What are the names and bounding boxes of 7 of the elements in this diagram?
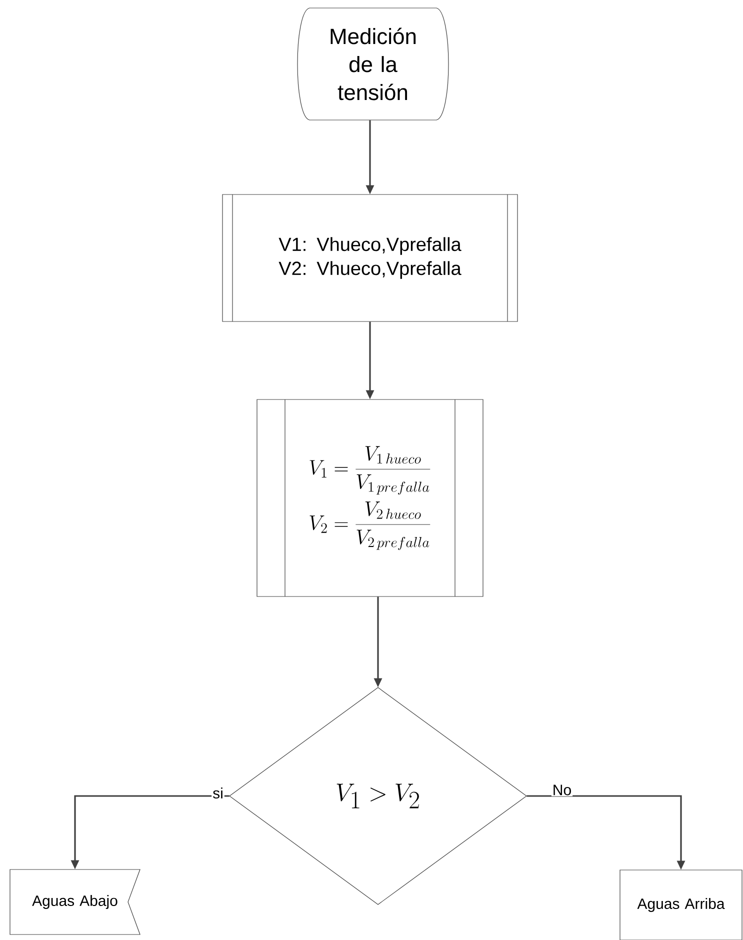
flag-box: Aguas Abajo (10, 869, 140, 935)
terminal-box: Aguas Arriba (620, 870, 742, 940)
edge-label: si (212, 786, 224, 800)
edge-label: No (551, 784, 573, 796)
process-box: V1: Vhueco,Vprefalla V2: Vhueco,Vprefalla (222, 194, 518, 322)
process-box: $V_{1}=\frac{V_{1\,hueco}}{V_{1\,prefalla}}$ $V_{2}=\frac{V_{2\,hueco}}{V_{2\,prefalla}}$ (256, 399, 484, 597)
data-box: Medición de la tensión (297, 8, 449, 120)
